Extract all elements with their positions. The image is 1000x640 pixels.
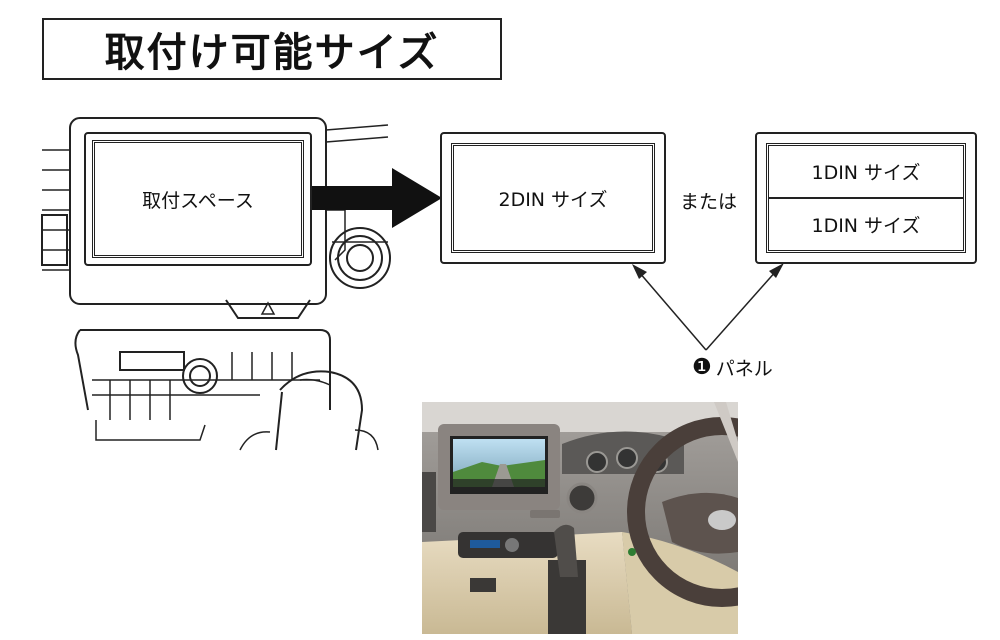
- dashboard-photo: [422, 402, 738, 634]
- option-1din-bottom-label: 1DIN サイズ: [811, 215, 921, 237]
- page-title-text: 取付け可能サイズ: [104, 30, 440, 76]
- option-2din-inner: 2DIN サイズ: [451, 143, 655, 253]
- install-space-inner: 取付スペース: [92, 140, 304, 258]
- dashboard-photo-drawing: [422, 402, 738, 634]
- option-2din-label: 2DIN サイズ: [498, 188, 608, 211]
- panel-number-badge: ❶: [692, 355, 712, 380]
- page-title: 取付け可能サイズ: [42, 18, 502, 80]
- option-1din-bottom-slot: 1DIN サイズ: [769, 199, 963, 250]
- option-1din-top-label: 1DIN サイズ: [811, 162, 921, 184]
- panel-label: パネル: [715, 358, 773, 380]
- option-1din-frame: 1DIN サイズ 1DIN サイズ: [755, 132, 977, 264]
- install-space-frame: 取付スペース: [84, 132, 312, 266]
- or-label: または: [680, 191, 738, 213]
- install-space-label: 取付スペース: [142, 189, 254, 212]
- option-2din-frame: 2DIN サイズ: [440, 132, 666, 264]
- option-1din-top-slot: 1DIN サイズ: [769, 146, 963, 199]
- panel-callout: ❶ パネル: [692, 354, 773, 381]
- option-1din-inner: 1DIN サイズ 1DIN サイズ: [766, 143, 966, 253]
